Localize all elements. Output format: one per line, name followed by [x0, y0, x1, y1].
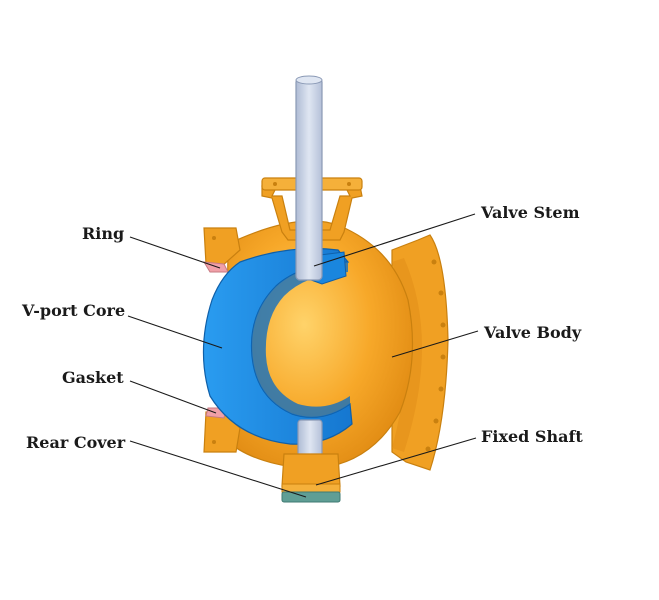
- leader-gasket: [129, 380, 217, 414]
- label-ring: Ring: [82, 224, 125, 243]
- bottom-neck: [281, 453, 341, 493]
- leader-valve-stem: [313, 213, 476, 267]
- rear-cover-shape: [281, 491, 341, 503]
- label-gasket: Gasket: [62, 368, 124, 387]
- valve-stem-shape: [295, 75, 323, 281]
- label-rear-cover: Rear Cover: [26, 433, 126, 452]
- label-vport-core: V-port Core: [22, 301, 126, 320]
- leader-valve-body: [391, 330, 479, 358]
- leader-ring: [129, 236, 221, 269]
- leader-vport-core: [127, 315, 223, 349]
- label-fixed-shaft: Fixed Shaft: [481, 427, 583, 446]
- leader-lines: [127, 213, 479, 498]
- label-valve-stem: Valve Stem: [481, 203, 580, 222]
- leader-rear-cover: [129, 440, 307, 498]
- label-valve-body: Valve Body: [484, 323, 582, 342]
- leader-fixed-shaft: [315, 437, 477, 486]
- top-bonnet: [261, 177, 363, 241]
